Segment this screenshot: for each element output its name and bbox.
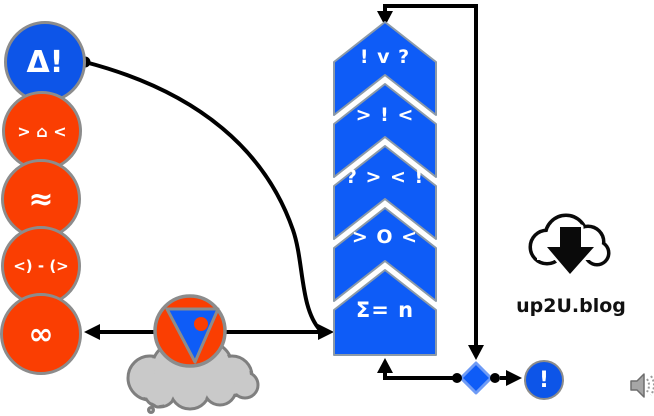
decision-diamond [452, 361, 500, 395]
diamond-right-junction-dot [490, 373, 500, 383]
speaker-icon[interactable] [630, 373, 654, 398]
chevron-5 [333, 269, 437, 356]
delta-circle: Δ! [4, 21, 86, 103]
arrowhead-down-into-chevron-top [377, 11, 393, 26]
infinity-circle-label: ∞ [28, 316, 54, 352]
chevron-3-label: ? > < ! [345, 166, 425, 188]
arrowhead-left-into-infinity-circle [84, 324, 100, 340]
chevron-4-label: > O < [351, 226, 419, 248]
chevron-1-label: ! v ? [359, 46, 411, 68]
chevron-1 [333, 21, 437, 116]
cloud-download-icon [528, 213, 611, 277]
arrowhead-right-into-alert-circle [506, 370, 522, 386]
diamond-to-chevron-connector [383, 364, 458, 380]
play-marker-icon [153, 294, 227, 368]
arrowhead-right-into-sum-chevron [318, 324, 334, 340]
chevron-2-label: > ! < [355, 104, 415, 126]
home-circle: > ⌂ < [2, 91, 82, 171]
blog-brand-label: up2U.blog [516, 295, 626, 317]
approx-circle: ≈ [1, 159, 81, 239]
diamond-left-junction-dot [452, 373, 462, 383]
delta-to-sum-curve [84, 60, 322, 332]
brackets-circle-label: <) - (> [13, 257, 69, 275]
arrowhead-up-into-chevron-bottom [377, 358, 393, 373]
chevron-2 [333, 83, 437, 178]
delta-circle-label: Δ! [26, 44, 64, 80]
brackets-circle: <) - (> [1, 226, 81, 306]
home-circle-label: > ⌂ < [17, 121, 67, 141]
approx-circle-label: ≈ [28, 181, 54, 217]
chevron-3 [333, 145, 437, 240]
alert-circle-label: ! [538, 367, 550, 393]
chevron-stack [333, 21, 437, 356]
arrowhead-down-into-diamond [468, 345, 484, 360]
infinity-circle: ∞ [0, 293, 82, 375]
alert-circle: ! [524, 360, 564, 400]
chevron-4 [333, 207, 437, 302]
chevron-5-label: Σ= n [355, 298, 415, 322]
